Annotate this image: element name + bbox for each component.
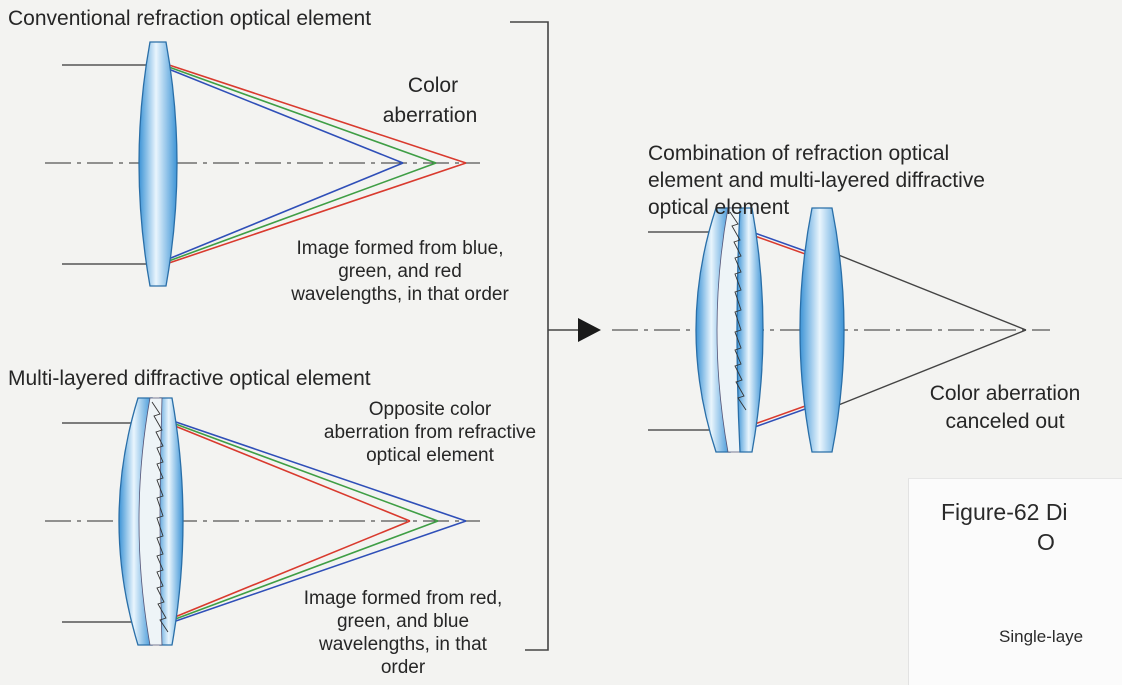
multilayer-diffractive-diagram	[45, 397, 480, 646]
ray-focus-bottom	[835, 329, 1027, 407]
combination-line1: Combination of refraction optical	[648, 142, 950, 165]
image-rgb-line4: order	[380, 657, 426, 678]
image-bgr-line3: wavelengths, in that order	[291, 284, 509, 305]
image-rgb-line3: wavelengths, in that	[319, 634, 487, 655]
image-rgb-line1: Image formed from red,	[303, 588, 503, 609]
ray-blue-mid-bottom	[751, 407, 809, 429]
ray-green-top	[165, 65, 437, 164]
ray-red-mid-bottom	[751, 404, 809, 426]
multilayer-title: Multi-layered diffractive optical elemen…	[8, 367, 371, 390]
conventional-title: Conventional refraction optical element	[8, 7, 372, 30]
figure-caption-title-2: O	[1037, 529, 1055, 555]
combination-line2: element and multi-layered diffractive	[648, 169, 985, 192]
opposite-line3: optical element	[366, 445, 494, 466]
ray-blue-top-2	[169, 419, 467, 522]
ray-blue-bottom	[165, 162, 404, 261]
conventional-lens-diagram	[45, 21, 578, 651]
image-bgr-line1: Image formed from blue,	[296, 238, 504, 259]
color-aberration-line2: aberration	[382, 104, 478, 127]
bracket-top	[510, 21, 549, 651]
ray-green-bottom-2	[169, 520, 439, 622]
canceled-line2: canceled out	[945, 410, 1065, 433]
diffractive-layer	[138, 397, 163, 646]
image-rgb-line2: green, and blue	[336, 611, 470, 632]
color-aberration-line1: Color	[407, 74, 459, 97]
ray-red-bottom	[165, 162, 467, 265]
combination-line3: optical element	[648, 196, 790, 219]
convex-lens-top	[138, 41, 178, 287]
combo-refractive-lens	[799, 207, 845, 453]
ray-green-top-2	[169, 421, 439, 522]
diffractive-zigzag	[151, 401, 169, 633]
opposite-line2: aberration from refractive	[323, 422, 537, 443]
ray-blue-mid-top	[751, 231, 809, 253]
ray-blue-top	[165, 67, 404, 164]
ray-red-mid-top	[751, 234, 809, 256]
image-bgr-line2: green, and red	[338, 261, 462, 282]
combo-zigzag	[729, 211, 747, 411]
combination-diagram	[612, 207, 1050, 453]
ray-red-top-2	[169, 423, 411, 522]
ray-blue-bottom-2	[169, 520, 467, 624]
opposite-line1: Opposite color	[368, 399, 492, 420]
ray-green-bottom	[165, 162, 437, 263]
figure-caption-title: Figure-62 Di	[941, 499, 1068, 525]
figure-caption-subtitle: Single-laye	[999, 627, 1084, 646]
ray-red-bottom-2	[169, 520, 411, 620]
ray-red-top	[165, 63, 467, 164]
figure-caption-panel: Figure-62 Di O Single-laye	[908, 478, 1122, 685]
combo-diffractive-inner	[736, 207, 764, 453]
canceled-line1: Color aberration	[929, 382, 1081, 405]
ray-focus-top	[835, 253, 1027, 331]
result-arrow	[578, 318, 601, 342]
